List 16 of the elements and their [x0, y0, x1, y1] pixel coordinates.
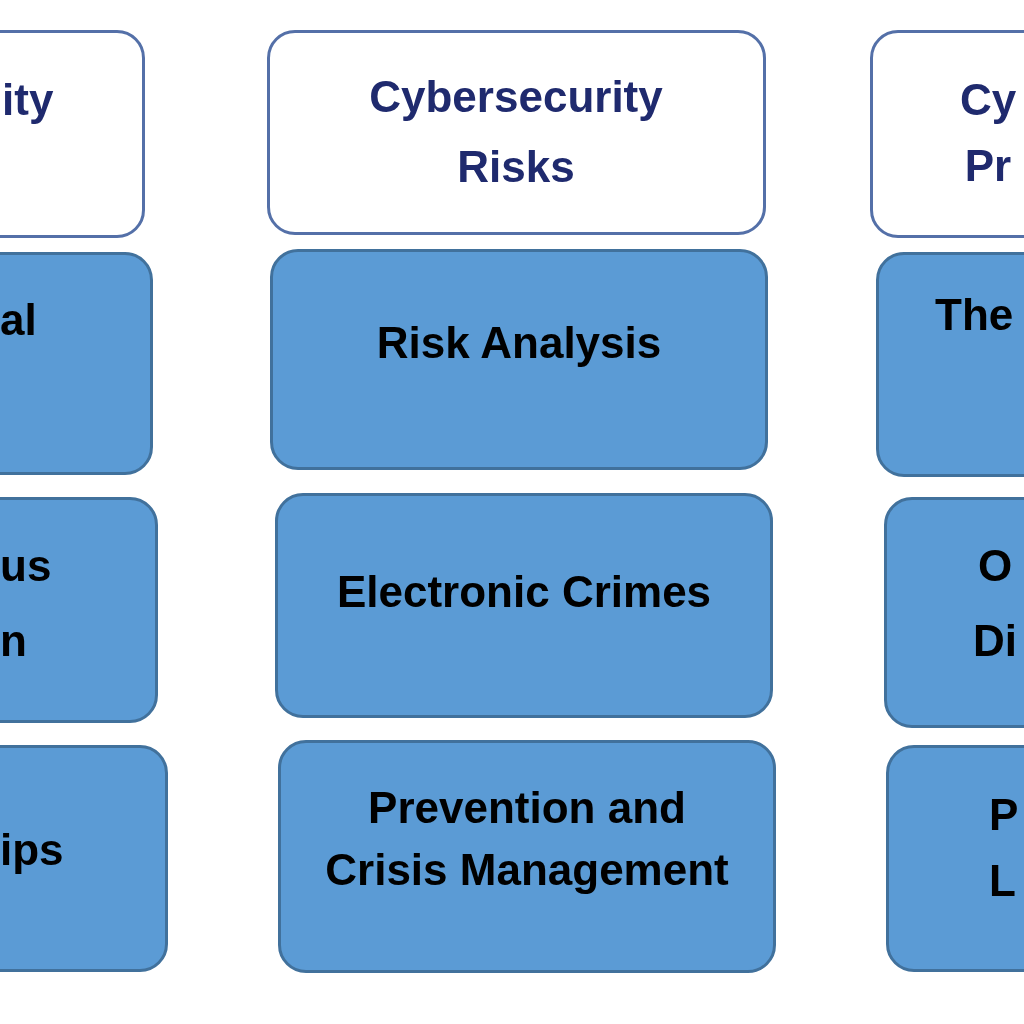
topic-text: Electronic Crimes [335, 566, 713, 618]
topic-box [270, 249, 768, 470]
topic-text: al [0, 294, 37, 346]
topic-text: us n [0, 539, 52, 667]
topic-text: P L [989, 789, 1019, 907]
topic-text: The [935, 289, 1014, 341]
header-text: ity [2, 74, 54, 126]
column-header-box [267, 30, 766, 235]
topic-text: ips [0, 824, 64, 876]
topic-text: O Di [972, 539, 1018, 667]
header-text: Cybersecurity Risks [368, 71, 664, 193]
topic-text: Risk Analysis [375, 317, 663, 369]
topic-box [278, 740, 776, 973]
topic-text: Prevention and Crisis Management [324, 782, 730, 896]
header-text: Cy Pr [958, 74, 1018, 192]
topic-box [275, 493, 773, 718]
